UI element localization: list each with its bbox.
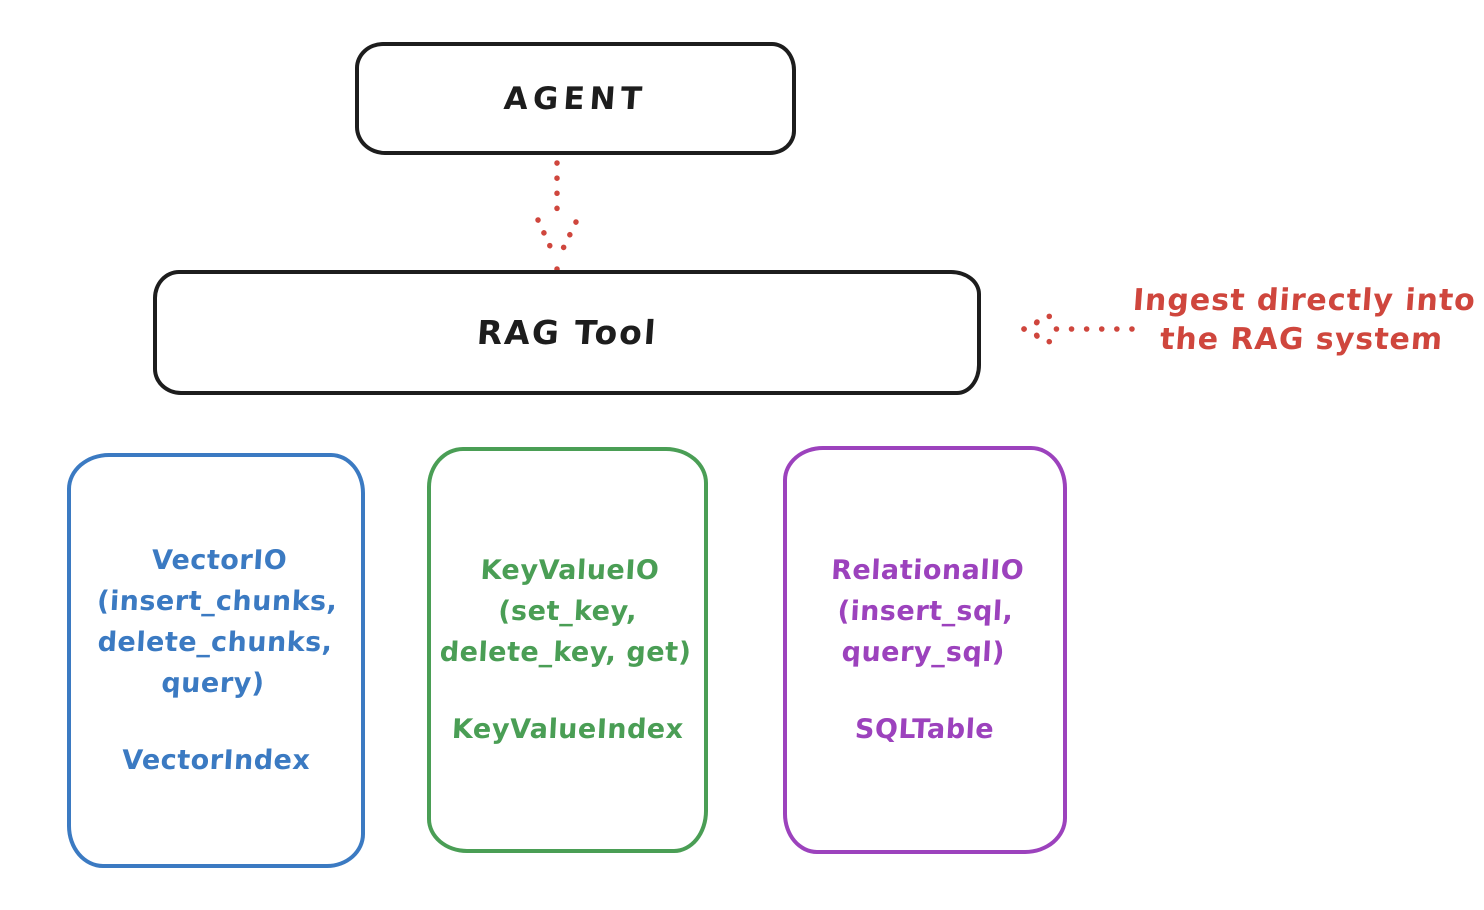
keyvalue-index-label: KeyValueIndex bbox=[450, 714, 685, 745]
ingest-arrow-icon bbox=[1021, 308, 1135, 350]
rag-tool-label: RAG Tool bbox=[475, 313, 659, 352]
relational-io-label: RelationalIO (insert_sql, query_sql) bbox=[829, 555, 1025, 668]
relational-index-label: SQLTable bbox=[854, 714, 996, 745]
arrow-agent-to-rag-tool-icon bbox=[535, 160, 579, 272]
agent-box: AGENT bbox=[355, 42, 796, 155]
relational-io-box: RelationalIO (insert_sql, query_sql) SQL… bbox=[783, 446, 1067, 854]
vector-io-label: VectorIO (insert_chunks, delete_chunks, … bbox=[96, 545, 339, 699]
agent-label: AGENT bbox=[502, 80, 649, 117]
keyvalue-io-label: KeyValueIO (set_key, delete_key, get) bbox=[438, 555, 692, 668]
keyvalue-io-box: KeyValueIO (set_key, delete_key, get) Ke… bbox=[427, 447, 708, 853]
rag-tool-box: RAG Tool bbox=[153, 270, 981, 395]
vector-index-label: VectorIndex bbox=[121, 745, 311, 776]
ingest-annotation: Ingest directly into the RAG system bbox=[1131, 283, 1478, 357]
vector-io-box: VectorIO (insert_chunks, delete_chunks, … bbox=[67, 453, 365, 868]
